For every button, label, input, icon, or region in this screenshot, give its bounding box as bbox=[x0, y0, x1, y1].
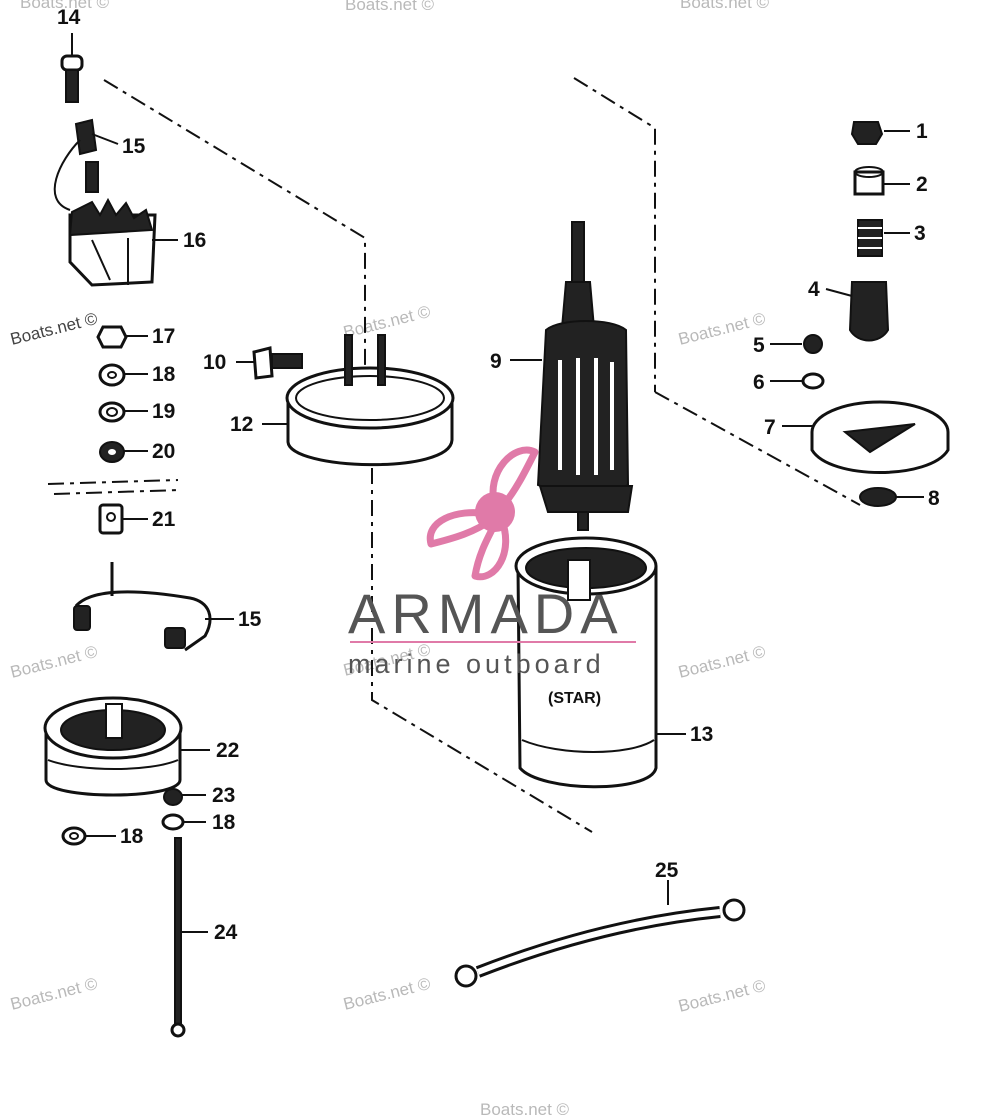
watermark: Boats.net © bbox=[680, 0, 770, 12]
callout-20: 20 bbox=[152, 440, 175, 463]
callout-4: 4 bbox=[808, 278, 820, 301]
watermark: Boats.net © bbox=[20, 0, 110, 12]
callout-23: 23 bbox=[212, 784, 235, 807]
watermark: Boats.net © bbox=[345, 0, 435, 14]
watermark: Boats.net © bbox=[676, 976, 767, 1016]
part-24-thru-bolt bbox=[170, 837, 186, 1038]
part-14-bolt bbox=[60, 54, 84, 103]
part-16-terminal-block bbox=[68, 197, 157, 287]
callout-13: 13 bbox=[690, 723, 713, 746]
callout-14: 14 bbox=[57, 6, 81, 29]
watermark: Boats.net © bbox=[8, 642, 99, 682]
leader-lines bbox=[71, 33, 924, 933]
part-13-housing bbox=[514, 536, 658, 789]
part-12-band bbox=[285, 334, 455, 467]
part-22-end-cap bbox=[43, 696, 183, 797]
parts-17-20-hardware bbox=[96, 325, 128, 463]
watermark: Boats.net © bbox=[341, 974, 432, 1014]
callout-21: 21 bbox=[152, 508, 176, 531]
callout-12: 12 bbox=[230, 413, 253, 436]
callout-6: 6 bbox=[753, 371, 765, 394]
part-10-bolt bbox=[252, 346, 303, 380]
part-25-cable bbox=[454, 898, 746, 988]
callout-5: 5 bbox=[753, 334, 765, 357]
watermark: Boats.net © bbox=[341, 302, 432, 342]
brand-name: ARMADA bbox=[348, 582, 624, 645]
part-15-boot-wire bbox=[53, 118, 99, 211]
callout-labels: 14 15 16 17 18 19 20 21 15 22 23 18 18 2… bbox=[57, 6, 940, 944]
part-9-armature bbox=[536, 221, 634, 531]
callout-3: 3 bbox=[914, 222, 926, 245]
parts-1-8-drive bbox=[801, 121, 950, 507]
callout-15: 15 bbox=[122, 135, 146, 158]
part-21-clip bbox=[98, 503, 124, 535]
callout-17: 17 bbox=[152, 325, 175, 348]
callout-22: 22 bbox=[216, 739, 239, 762]
callout-24: 24 bbox=[214, 921, 238, 944]
callout-15b: 15 bbox=[238, 608, 262, 631]
watermark: Boats.net © bbox=[676, 642, 767, 682]
watermark: Boats.net © bbox=[8, 974, 99, 1014]
callout-18b: 18 bbox=[212, 811, 236, 834]
callout-1: 1 bbox=[916, 120, 928, 143]
callout-8: 8 bbox=[928, 487, 940, 510]
part-15-brush-lead bbox=[73, 562, 212, 652]
callout-18c: 18 bbox=[120, 825, 144, 848]
brand-tagline: marine outboard bbox=[348, 649, 605, 679]
callout-7: 7 bbox=[764, 416, 776, 439]
callout-16: 16 bbox=[183, 229, 206, 252]
watermark: Boats.net © bbox=[480, 1100, 570, 1115]
armada-logo: ARMADA marine outboard bbox=[348, 446, 636, 679]
propeller-icon bbox=[426, 446, 539, 581]
callout-25: 25 bbox=[655, 859, 679, 882]
callout-19: 19 bbox=[152, 400, 175, 423]
callout-10: 10 bbox=[203, 351, 226, 374]
housing-label: (STAR) bbox=[548, 690, 601, 707]
callout-18: 18 bbox=[152, 363, 176, 386]
watermark: Boats.net © bbox=[8, 309, 99, 349]
callout-2: 2 bbox=[916, 173, 928, 196]
callout-9: 9 bbox=[490, 350, 502, 373]
